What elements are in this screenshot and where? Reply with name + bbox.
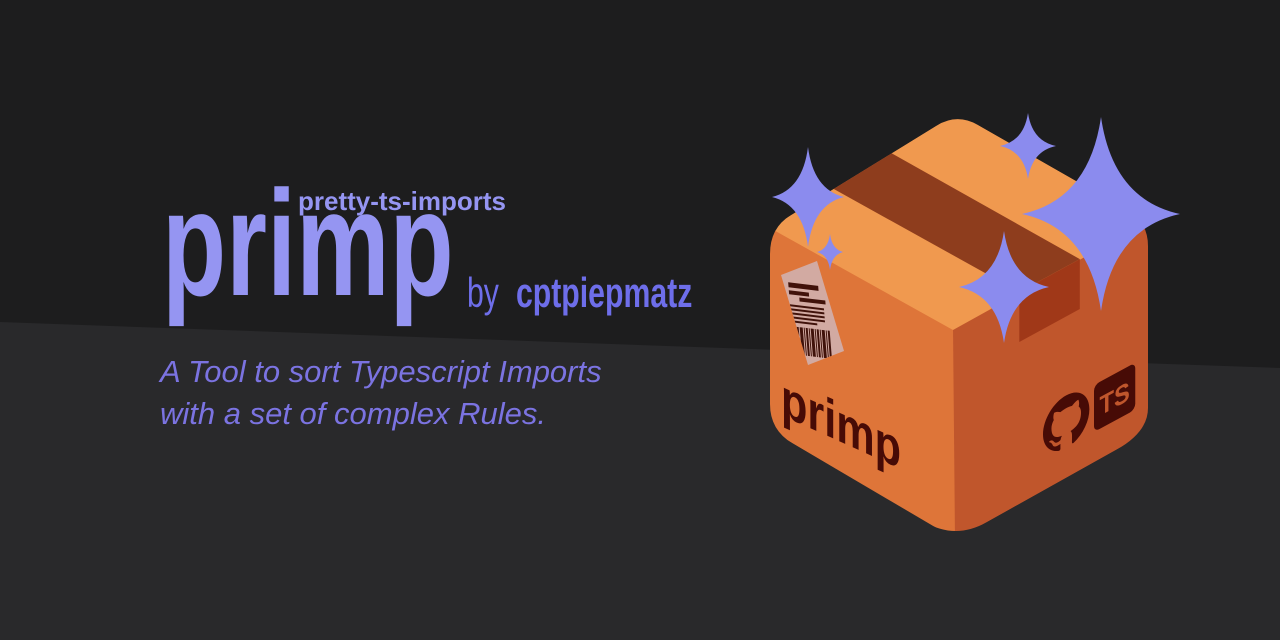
sparkles [772, 113, 1180, 343]
sparkle-icon [1022, 117, 1180, 311]
sparkle-icon [1000, 113, 1056, 179]
byline: by cptpiepmatz [467, 269, 692, 316]
ts-badge-square [1094, 364, 1136, 430]
tape-top-strip [833, 153, 1080, 292]
tagline-line-2: with a set of complex Rules. [160, 396, 546, 431]
sparkle-icon [772, 147, 844, 247]
package-name: pretty-ts-imports [298, 186, 506, 216]
byline-prefix: by [467, 269, 500, 316]
page-title: primp [162, 161, 454, 328]
tagline-line-1: A Tool to sort Typescript Imports [158, 354, 602, 389]
author-name: cptpiepmatz [516, 269, 692, 316]
typescript-icon: TS [1094, 364, 1136, 430]
tape-side-strip [1019, 259, 1080, 342]
github-icon [1043, 392, 1090, 452]
sparkle-icon [959, 231, 1049, 343]
sparkle-icon [817, 234, 843, 270]
title-block: pretty-ts-imports primp by cptpiepmatz A… [158, 161, 692, 431]
